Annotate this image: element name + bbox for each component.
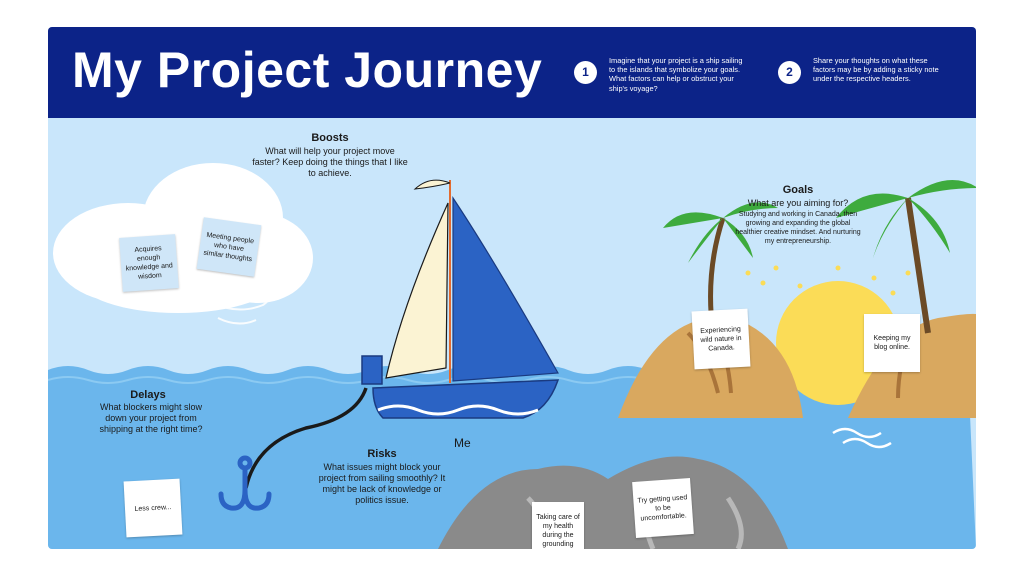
risks-description: What issues might block your project fro… — [318, 462, 446, 505]
ship-label: Me — [454, 436, 471, 450]
delays-description: What blockers might slow down your proje… — [99, 402, 203, 434]
wave-icon — [832, 427, 892, 449]
sticky-note-goal-2[interactable]: Keeping my blog online. — [864, 314, 920, 372]
sailboat-icon — [361, 179, 560, 419]
scene-illustration — [48, 163, 976, 549]
risk-rocks — [438, 456, 788, 549]
delays-heading: Delays — [130, 389, 166, 401]
whiteboard: My Project Journey 1 Imagine that your p… — [48, 27, 976, 549]
cloud-icon — [53, 163, 313, 313]
sticky-note-risk-2[interactable]: Try getting used to be uncomfortable. — [632, 478, 694, 538]
page-title: My Project Journey — [72, 42, 543, 98]
goals-description: Studying and working in Canada, then gro… — [735, 211, 861, 245]
header-banner: My Project Journey 1 Imagine that your p… — [48, 27, 976, 118]
wind-icon — [207, 273, 271, 325]
sticky-note-delay-1[interactable]: Less crew... — [123, 478, 183, 538]
anchor-rope — [244, 387, 368, 489]
sticky-note-boost-2[interactable]: Meeting people who have similar thoughts — [196, 217, 262, 277]
step-1-badge: 1 — [574, 61, 597, 84]
goals-heading: Goals — [782, 184, 814, 196]
risks-heading: Risks — [367, 448, 397, 460]
sticky-note-boost-1[interactable]: Acquires enough knowledge and wisdom — [119, 234, 179, 292]
step-1-text: Imagine that your project is a ship sail… — [609, 56, 743, 93]
sun-icon — [776, 281, 900, 405]
anchor-hook-icon — [218, 455, 272, 511]
sticky-note-risk-1[interactable]: Taking care of my health during the grou… — [532, 502, 584, 549]
goals-subheading: What are you aiming for? — [747, 198, 849, 208]
step-2-badge: 2 — [778, 61, 801, 84]
journey-scene: Boosts What will help your project move … — [48, 118, 976, 549]
boosts-description: What will help your project move faster?… — [252, 146, 408, 178]
boosts-heading: Boosts — [311, 132, 349, 144]
step-2-text: Share your thoughts on what these factor… — [813, 56, 939, 84]
sun-rays — [745, 265, 911, 299]
palm-tree-icon — [836, 180, 976, 334]
sticky-note-goal-1[interactable]: Experiencing wild nature in Canada. — [691, 308, 751, 370]
